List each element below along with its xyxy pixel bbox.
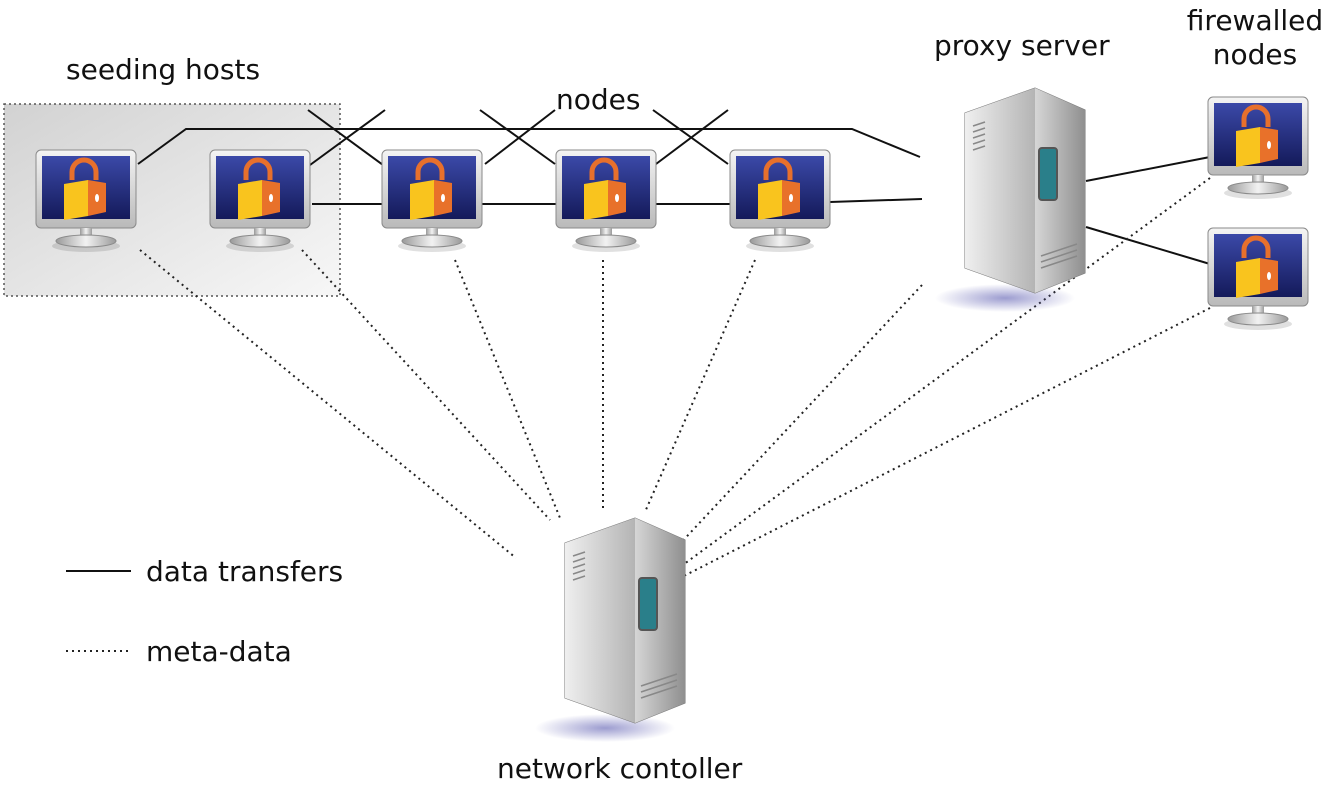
node-monitor-1 (382, 150, 482, 252)
firewalled-label-line-1: firewalled (1186, 4, 1324, 37)
meta-data-links (139, 177, 1211, 581)
data-transfer-links (137, 109, 1211, 265)
proxy-server-icon (934, 87, 1086, 313)
firewalled-node-monitor-1 (1208, 97, 1308, 199)
node-monitor-3 (730, 150, 830, 252)
proxy-server-label: proxy server (934, 29, 1110, 62)
network-controller-server-icon (534, 517, 686, 743)
firewalled-nodes-label: firewalled nodes (1180, 4, 1330, 72)
firewalled-node-monitor-2 (1208, 228, 1308, 330)
legend (66, 570, 131, 652)
seeding-hosts-label: seeding hosts (66, 53, 261, 86)
network-controller-label: network contoller (497, 752, 743, 785)
node-monitor-2 (556, 150, 656, 252)
firewalled-label-line-2: nodes (1212, 38, 1298, 71)
legend-meta-data-label: meta-data (146, 635, 292, 668)
nodes-label: nodes (556, 83, 641, 116)
legend-data-transfers-label: data transfers (146, 555, 344, 588)
